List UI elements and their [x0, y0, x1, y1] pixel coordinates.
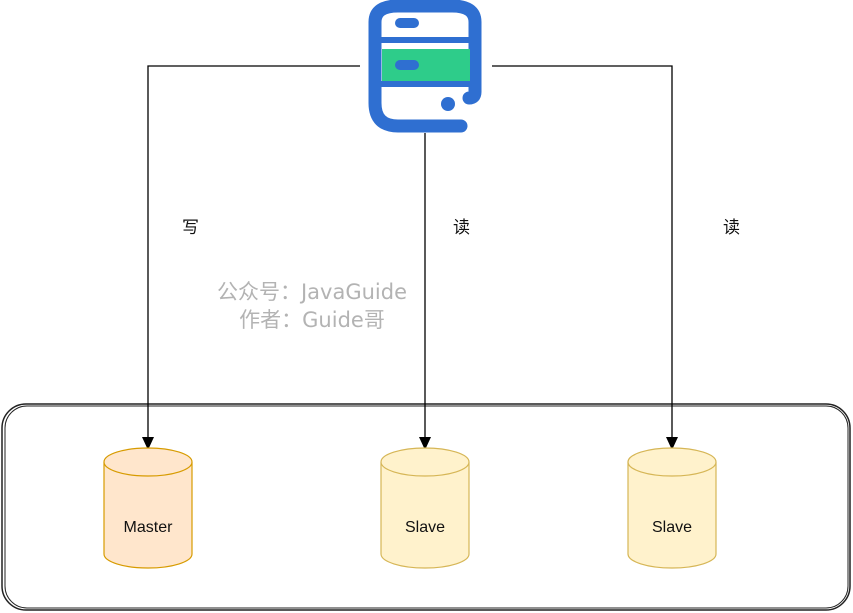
read-label-center: 读 — [453, 218, 470, 238]
read-label-right: 读 — [723, 218, 740, 238]
arrowheads — [142, 437, 678, 450]
arrowhead-slave-2 — [666, 437, 678, 450]
slave-database-1[interactable]: Slave — [380, 447, 470, 569]
watermark-line-2: 作者：Guide哥 — [239, 308, 385, 332]
watermark-line-1: 公众号：JavaGuide — [216, 280, 408, 304]
slave-database-2-label: Slave — [652, 519, 692, 536]
arrowhead-slave-1 — [419, 437, 431, 450]
master-database[interactable]: Master — [103, 447, 193, 569]
server-icon[interactable] — [368, 0, 482, 133]
arrowhead-master — [142, 437, 154, 450]
connectors — [147, 65, 673, 440]
database-cluster-container — [1, 403, 851, 611]
write-connector — [147, 65, 360, 440]
slave-database-1-label: Slave — [405, 519, 445, 536]
read-connector-right — [492, 65, 673, 440]
write-label: 写 — [182, 218, 199, 238]
slave-database-2[interactable]: Slave — [627, 447, 717, 569]
master-database-label: Master — [124, 519, 174, 536]
